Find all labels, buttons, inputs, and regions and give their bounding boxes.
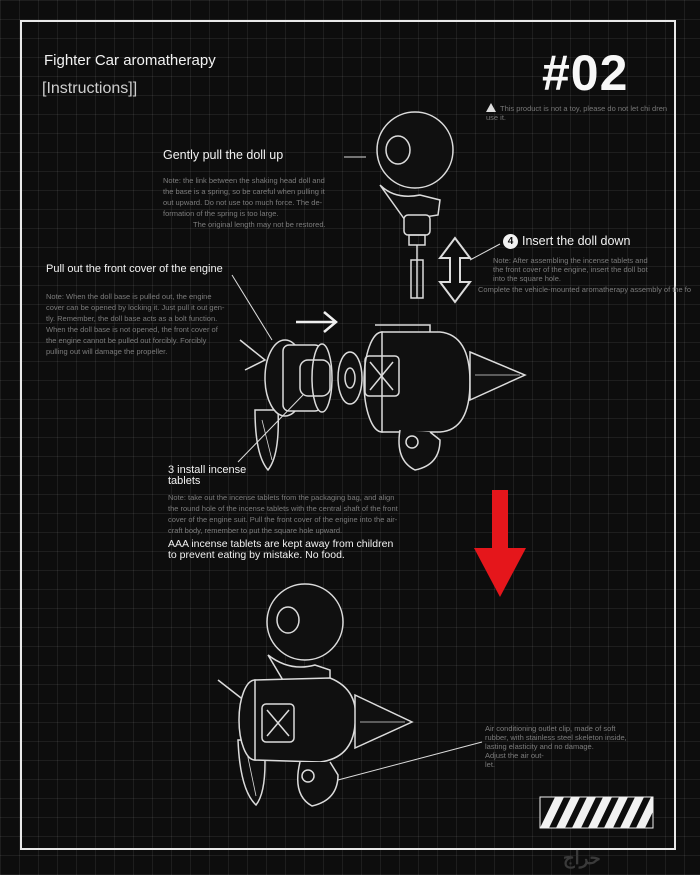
note-line: the base is a spring, so be careful when…	[163, 187, 325, 196]
insert-doll-heading: 4 Insert the doll down	[503, 234, 630, 249]
watermark-logo: حراج	[563, 848, 601, 868]
up-down-arrow	[438, 236, 472, 304]
insert-doll-note: Note: After assembling the incense table…	[493, 256, 698, 283]
step-number: #02	[542, 45, 629, 101]
install-tablets-note: Note: take out the incense tablets from …	[168, 492, 468, 536]
note-line: Note: After assembling the incense table…	[493, 256, 648, 265]
warning-line: AAA incense tablets are kept away from c…	[168, 538, 394, 550]
note-line: lasting elasticity and no damage.	[485, 742, 594, 751]
note-line: cover of the engine suit. Pull the front…	[168, 515, 398, 524]
note-line: the engine cannot be pulled out forcibly…	[46, 336, 207, 345]
note-line: formation of the spring is too large.	[163, 209, 279, 218]
heading-line: 3 install incense	[168, 464, 247, 476]
clip-note: Air conditioning outlet clip, made of so…	[485, 724, 645, 769]
warning-text: This product is not a toy, please do not…	[486, 103, 671, 122]
note-line: Note: the link between the shaking head …	[163, 176, 325, 185]
children-warning: AAA incense tablets are kept away from c…	[168, 539, 393, 561]
note-line: out upward. Do not use too much force. T…	[163, 198, 323, 207]
note-line: Note: When the doll base is pulled out, …	[46, 292, 212, 301]
note-line: craft body, remember to put the square h…	[168, 526, 343, 535]
engine-body	[363, 324, 527, 471]
note-line: let.	[485, 760, 496, 769]
pull-doll-heading: Gently pull the doll up	[163, 148, 284, 162]
content-frame	[20, 20, 676, 850]
note-line: tly. Remember, the doll base acts as a b…	[46, 314, 218, 323]
note-line: Note: take out the incense tablets from …	[168, 493, 395, 502]
right-arrow	[296, 311, 338, 333]
pull-doll-note: Note: the link between the shaking head …	[163, 175, 373, 230]
note-line: When the doll base is not opened, the fr…	[46, 325, 218, 334]
note-line: the front cover of the engine, insert th…	[493, 265, 648, 274]
note-line: pulling out will damage the propeller.	[46, 347, 168, 356]
step-4-badge: 4	[503, 234, 518, 249]
warning-icon	[486, 103, 496, 112]
front-cover-note: Note: When the doll base is pulled out, …	[46, 291, 251, 357]
front-cover-heading: Pull out the front cover of the engine	[46, 263, 223, 275]
product-title: Fighter Car aromatherapy	[44, 52, 216, 69]
hazard-stripes	[539, 796, 654, 829]
note-line: cover can be opened by locking it. Just …	[46, 303, 225, 312]
note-line: Adjust the air out-	[485, 751, 544, 760]
note-line: rubber, with stainless steel skeleton in…	[485, 733, 627, 742]
insert-doll-label: Insert the doll down	[522, 234, 631, 248]
assembled-figure	[217, 583, 414, 807]
engine-front-cover	[239, 339, 333, 472]
doll-top-figure	[376, 111, 454, 299]
warning-line: to prevent eating by mistake. No food.	[168, 549, 345, 561]
note-line: into the square hole.	[493, 274, 561, 283]
warning-label: This product is not a toy, please do not…	[486, 104, 668, 122]
assembly-complete-note: Complete the vehicle-mounted aromatherap…	[478, 285, 692, 294]
note-line: The original length may not be restored.	[193, 220, 326, 229]
note-line: Air conditioning outlet clip, made of so…	[485, 724, 616, 733]
note-line: the round hole of the incense tablets wi…	[168, 504, 398, 513]
heading-line: tablets	[168, 475, 201, 487]
install-tablets-heading: 3 install incense tablets	[168, 465, 246, 487]
incense-tablet	[337, 351, 363, 405]
red-down-arrow-icon	[474, 490, 526, 597]
instructions-label: [Instructions]]	[42, 80, 138, 97]
